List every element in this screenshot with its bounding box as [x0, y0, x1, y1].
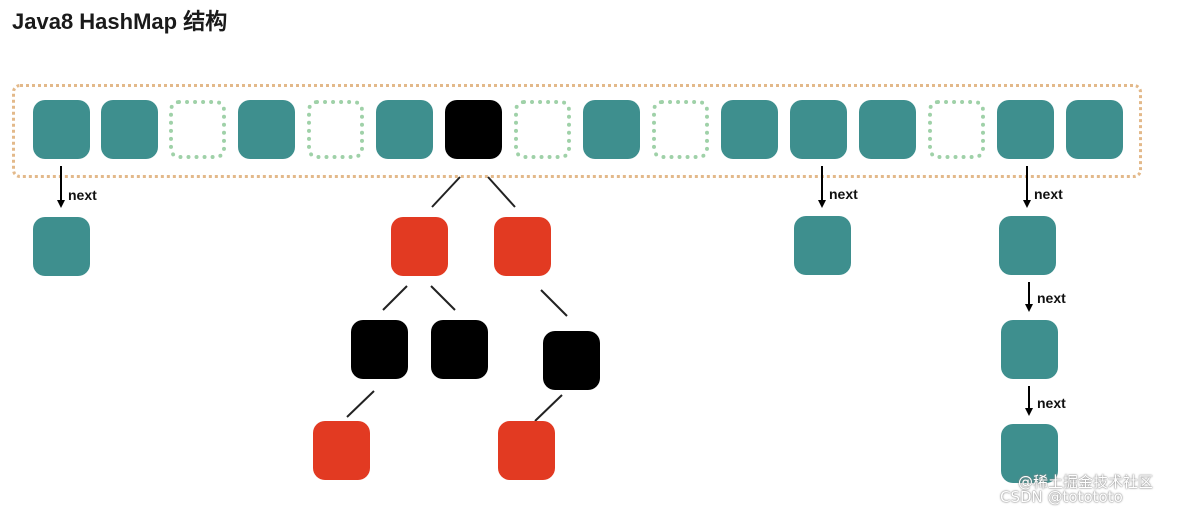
empty-bucket-slot — [307, 100, 364, 159]
tree-node-black — [543, 331, 600, 390]
bucket-node — [721, 100, 778, 159]
bucket-node — [997, 100, 1054, 159]
bucket-node — [790, 100, 847, 159]
tree-node-red — [498, 421, 555, 480]
tree-edge — [382, 285, 408, 311]
watermark-csdn: CSDN @totototo — [1000, 488, 1123, 506]
tree-edge — [487, 176, 516, 208]
tree-edge — [431, 176, 461, 208]
tree-node-black — [351, 320, 408, 379]
next-label: next — [1034, 186, 1063, 202]
tree-node-red — [494, 217, 551, 276]
next-label: next — [1037, 395, 1066, 411]
empty-bucket-slot — [514, 100, 571, 159]
tree-edge — [346, 390, 375, 418]
bucket-node — [238, 100, 295, 159]
empty-bucket-slot — [928, 100, 985, 159]
empty-bucket-slot — [652, 100, 709, 159]
tree-node-red — [391, 217, 448, 276]
next-label: next — [1037, 290, 1066, 306]
tree-node-red — [313, 421, 370, 480]
next-label: next — [829, 186, 858, 202]
empty-bucket-slot — [169, 100, 226, 159]
linked-list-node — [999, 216, 1056, 275]
watermark-juejin: @稀土掘金技术社区 — [1018, 473, 1154, 491]
bucket-node — [376, 100, 433, 159]
linked-list-node — [1001, 320, 1058, 379]
linked-list-node — [33, 217, 90, 276]
tree-node-black — [431, 320, 488, 379]
next-label: next — [68, 187, 97, 203]
bucket-node — [583, 100, 640, 159]
tree-edge — [540, 289, 568, 317]
tree-edge — [534, 394, 563, 422]
tree-root-bucket-node — [445, 100, 502, 159]
linked-list-node — [1001, 424, 1058, 483]
bucket-node — [859, 100, 916, 159]
bucket-node — [1066, 100, 1123, 159]
bucket-node — [33, 100, 90, 159]
tree-edge — [430, 285, 456, 311]
diagram-title: Java8 HashMap 结构 — [12, 9, 228, 34]
bucket-node — [101, 100, 158, 159]
bucket-array-frame — [12, 84, 1142, 178]
linked-list-node — [794, 216, 851, 275]
